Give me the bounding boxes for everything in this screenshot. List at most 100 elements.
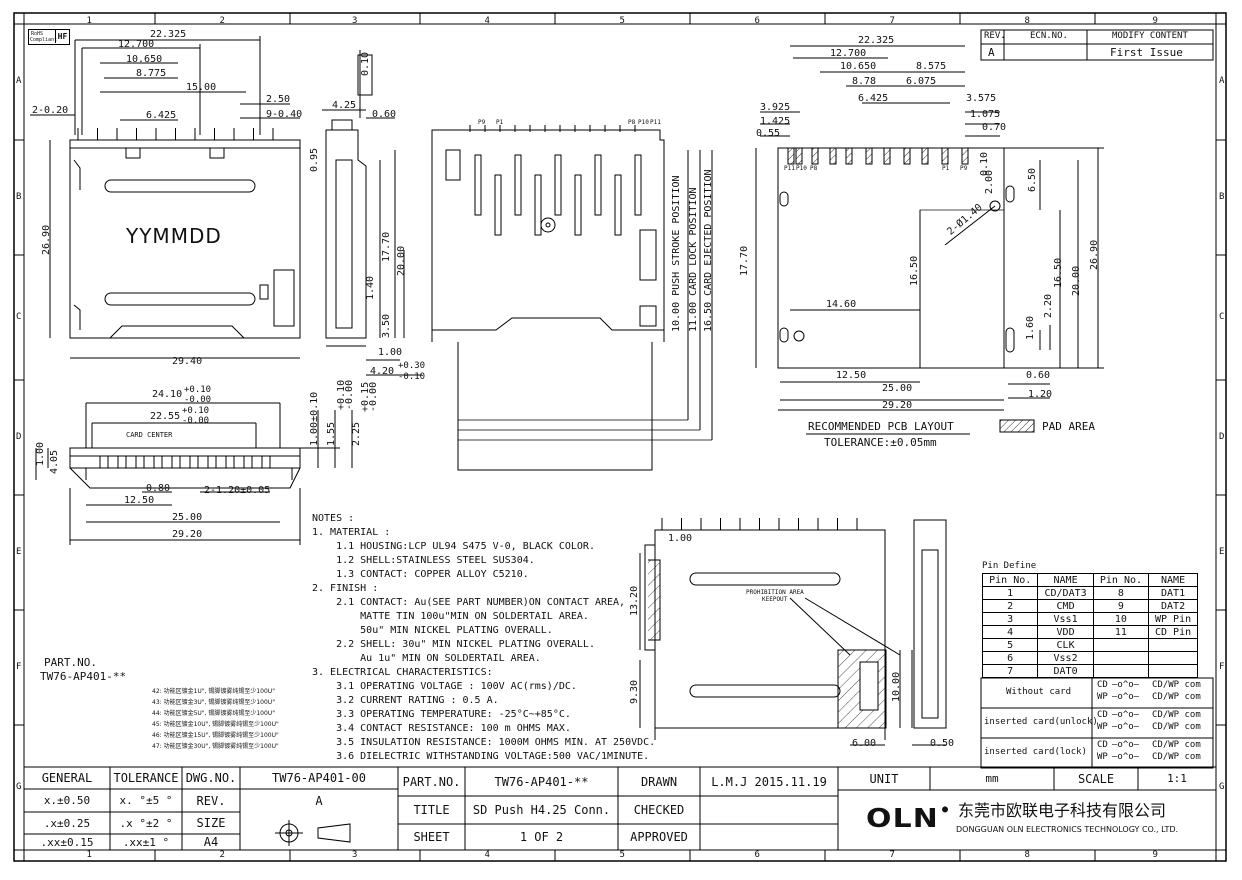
front-dim: 2.50: [266, 94, 291, 105]
pin-cell: [1092, 638, 1150, 652]
note-line: 2.1 CONTACT: Au(SEE PART NUMBER)ON CONTA…: [312, 597, 626, 608]
front-dim: 10.650: [126, 54, 163, 65]
bottom-dim: +0.10: [182, 406, 210, 416]
front-dim: 8.775: [136, 68, 167, 79]
front-dim: 26.90: [41, 224, 52, 255]
bottom-dim: 12.50: [124, 495, 155, 506]
switch-icon: —o^o—: [1112, 680, 1140, 690]
sheet-value: 1 OF 2: [519, 830, 564, 844]
pcb-layout-title: RECOMMENDED PCB LAYOUT: [808, 420, 954, 433]
date-marking: YYMMDD: [126, 224, 222, 248]
unit-label: UNIT: [869, 771, 899, 786]
pcb-dim: 26.90: [1089, 239, 1100, 270]
pcb-dim: 2.00: [984, 169, 995, 194]
tol-value: x.±0.50: [43, 794, 91, 807]
tol-value: .x±0.25: [43, 816, 91, 830]
bottom-dim: 1.55: [326, 421, 337, 446]
pcb-dim: 16.50: [1053, 257, 1064, 288]
company-cn: 东莞市欧联电子科技有限公司: [958, 801, 1167, 820]
checked-label: CHECKED: [633, 803, 685, 817]
contact-tail: [117, 455, 127, 469]
switch-pin-label: CD: [1097, 740, 1108, 750]
contact-slot: [474, 154, 482, 216]
part-no-value-block: TW76-AP401-**: [494, 774, 589, 789]
tol-angle: x. °±5 °: [119, 794, 173, 807]
grid-row-label: D: [16, 431, 22, 442]
contact-tail: [243, 455, 253, 469]
pcb-pin-label: P11: [784, 165, 795, 172]
grid-row-label: C: [16, 311, 22, 322]
contact-tail: [171, 455, 181, 469]
note-line: 3.4 CONTACT RESISTANCE: 100 m OHMS MAX.: [312, 723, 571, 734]
grid-col-label: 1: [86, 16, 92, 26]
grid-row-label: F: [16, 661, 22, 672]
pcb-pin-label: P8: [810, 165, 818, 172]
note-line: 50u" MIN NICKEL PLATING OVERALL.: [312, 625, 553, 636]
part-option: 43: 功能区镀金3U", 锡脚镀雾纯锡至少100U": [152, 699, 275, 706]
contact-tail: [135, 455, 145, 469]
rev-value-block: A: [315, 793, 323, 808]
pin-cell: WP Pin: [1148, 612, 1198, 626]
switch-pin-label: WP: [1097, 692, 1108, 702]
tol-angle: .xx±1 °: [122, 835, 170, 849]
pin-cell: 8: [1092, 586, 1150, 600]
side-dim: +0.30: [398, 361, 426, 371]
pin-cell: 6: [981, 651, 1039, 665]
bottom-dim: 1.00: [35, 441, 46, 466]
pin-cell: CD Pin: [1148, 625, 1198, 639]
switch-common-label: CD/WP com: [1152, 752, 1201, 762]
pcb-pad: [829, 147, 837, 165]
front-dim: 9-0.40: [266, 109, 303, 120]
pcb-dim: 12.700: [830, 48, 867, 59]
switch-common-label: CD/WP com: [1152, 740, 1201, 750]
pin-cell: CLK: [1037, 638, 1094, 652]
switch-icon: —o^o—: [1112, 710, 1140, 720]
grid-col-label: 5: [619, 16, 625, 26]
card-lock-label: 11.00 CARD LOCK POSITION: [688, 187, 699, 333]
dwg-no-label: DWG.NO.: [185, 771, 237, 785]
pin-cell: 4: [981, 625, 1039, 639]
pcb-dim: 0.55: [756, 128, 781, 139]
detail-dim: 10.00: [891, 671, 902, 702]
pcb-dim: 2.20: [1043, 293, 1054, 318]
part-option: 46: 功能区镀金15U", 锡脚镀雾纯锡至少100U": [152, 732, 279, 739]
detail-dim: 1.00: [668, 533, 693, 544]
note-line: 1.3 CONTACT: COPPER ALLOY C5210.: [312, 569, 529, 580]
bottom-dim: -0.00: [182, 416, 210, 426]
sheet-label: SHEET: [413, 830, 450, 844]
bottom-dim: 2.25: [351, 421, 362, 446]
grid-row-label: E: [1219, 546, 1225, 557]
pin-header: NAME: [1037, 573, 1094, 587]
pcb-dim: 20.00: [1071, 265, 1082, 296]
pcb-layout: [755, 45, 1104, 435]
part-no-value: TW76-AP401-**: [40, 670, 127, 683]
pcb-dim: 6.50: [1027, 167, 1038, 192]
card-state-label: inserted card(unlock): [984, 717, 1098, 727]
side-dim: 3.50: [381, 313, 392, 338]
pin-cell: 2: [981, 599, 1039, 613]
note-line: 1.1 HOUSING:LCP UL94 S475 V-0, BLACK COL…: [312, 541, 595, 552]
hf-badge: HF: [55, 30, 69, 43]
modify-header: MODIFY CONTENT: [1112, 31, 1188, 41]
bottom-dim: -0.00: [344, 379, 355, 410]
switch-pin-label: WP: [1097, 752, 1108, 762]
contact-tail: [225, 455, 235, 469]
pcb-dim: 0.60: [1026, 370, 1051, 381]
switch-pin-label: CD: [1097, 680, 1108, 690]
note-line: 3.5 INSULATION RESISTANCE: 1000M OHMS MI…: [312, 737, 656, 748]
pcb-dim: 3.575: [966, 93, 997, 104]
rev-header: REV.: [984, 31, 1006, 41]
grid-row-label: D: [1219, 431, 1225, 442]
dwg-no-value: TW76-AP401-00: [272, 771, 366, 785]
contact-slot: [594, 154, 602, 216]
grid-col-label: 9: [1152, 850, 1158, 860]
modify-value: First Issue: [1110, 46, 1183, 59]
drawn-label: DRAWN: [640, 774, 678, 789]
contact-tail: [99, 455, 109, 469]
title-value: SD Push H4.25 Conn.: [472, 803, 611, 817]
top-pin-label: P11: [650, 119, 661, 126]
top-pin-label: P9: [478, 119, 486, 126]
